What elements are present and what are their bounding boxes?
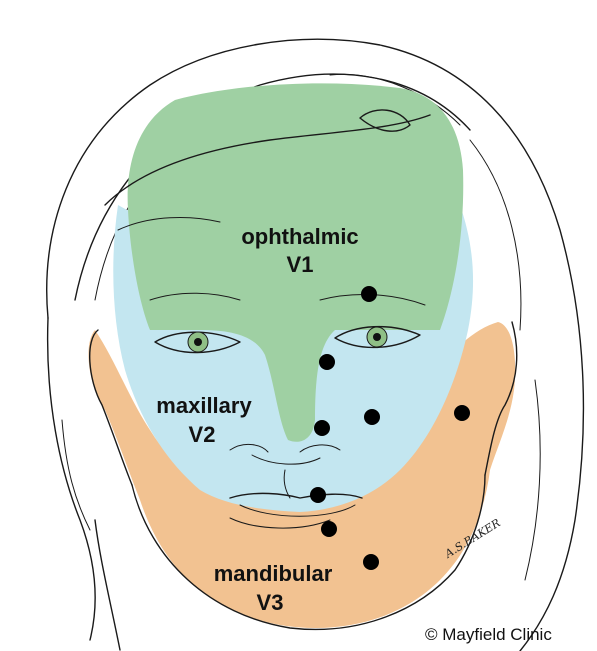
marker-supraorbital (361, 286, 377, 302)
ophthalmic-code: V1 (287, 252, 314, 277)
marker-zygomatic (454, 405, 470, 421)
mandibular-label: mandibular (214, 561, 333, 586)
maxillary-code: V2 (189, 422, 216, 447)
marker-infraorbital (364, 409, 380, 425)
marker-mental (363, 554, 379, 570)
ophthalmic-label: ophthalmic (241, 224, 358, 249)
copyright-text: © Mayfield Clinic (425, 625, 552, 645)
marker-infratrochlear (319, 354, 335, 370)
marker-nasal (314, 420, 330, 436)
maxillary-label: maxillary (156, 393, 252, 418)
marker-chin (321, 521, 337, 537)
mandibular-code: V3 (257, 590, 284, 615)
marker-lip (310, 487, 326, 503)
